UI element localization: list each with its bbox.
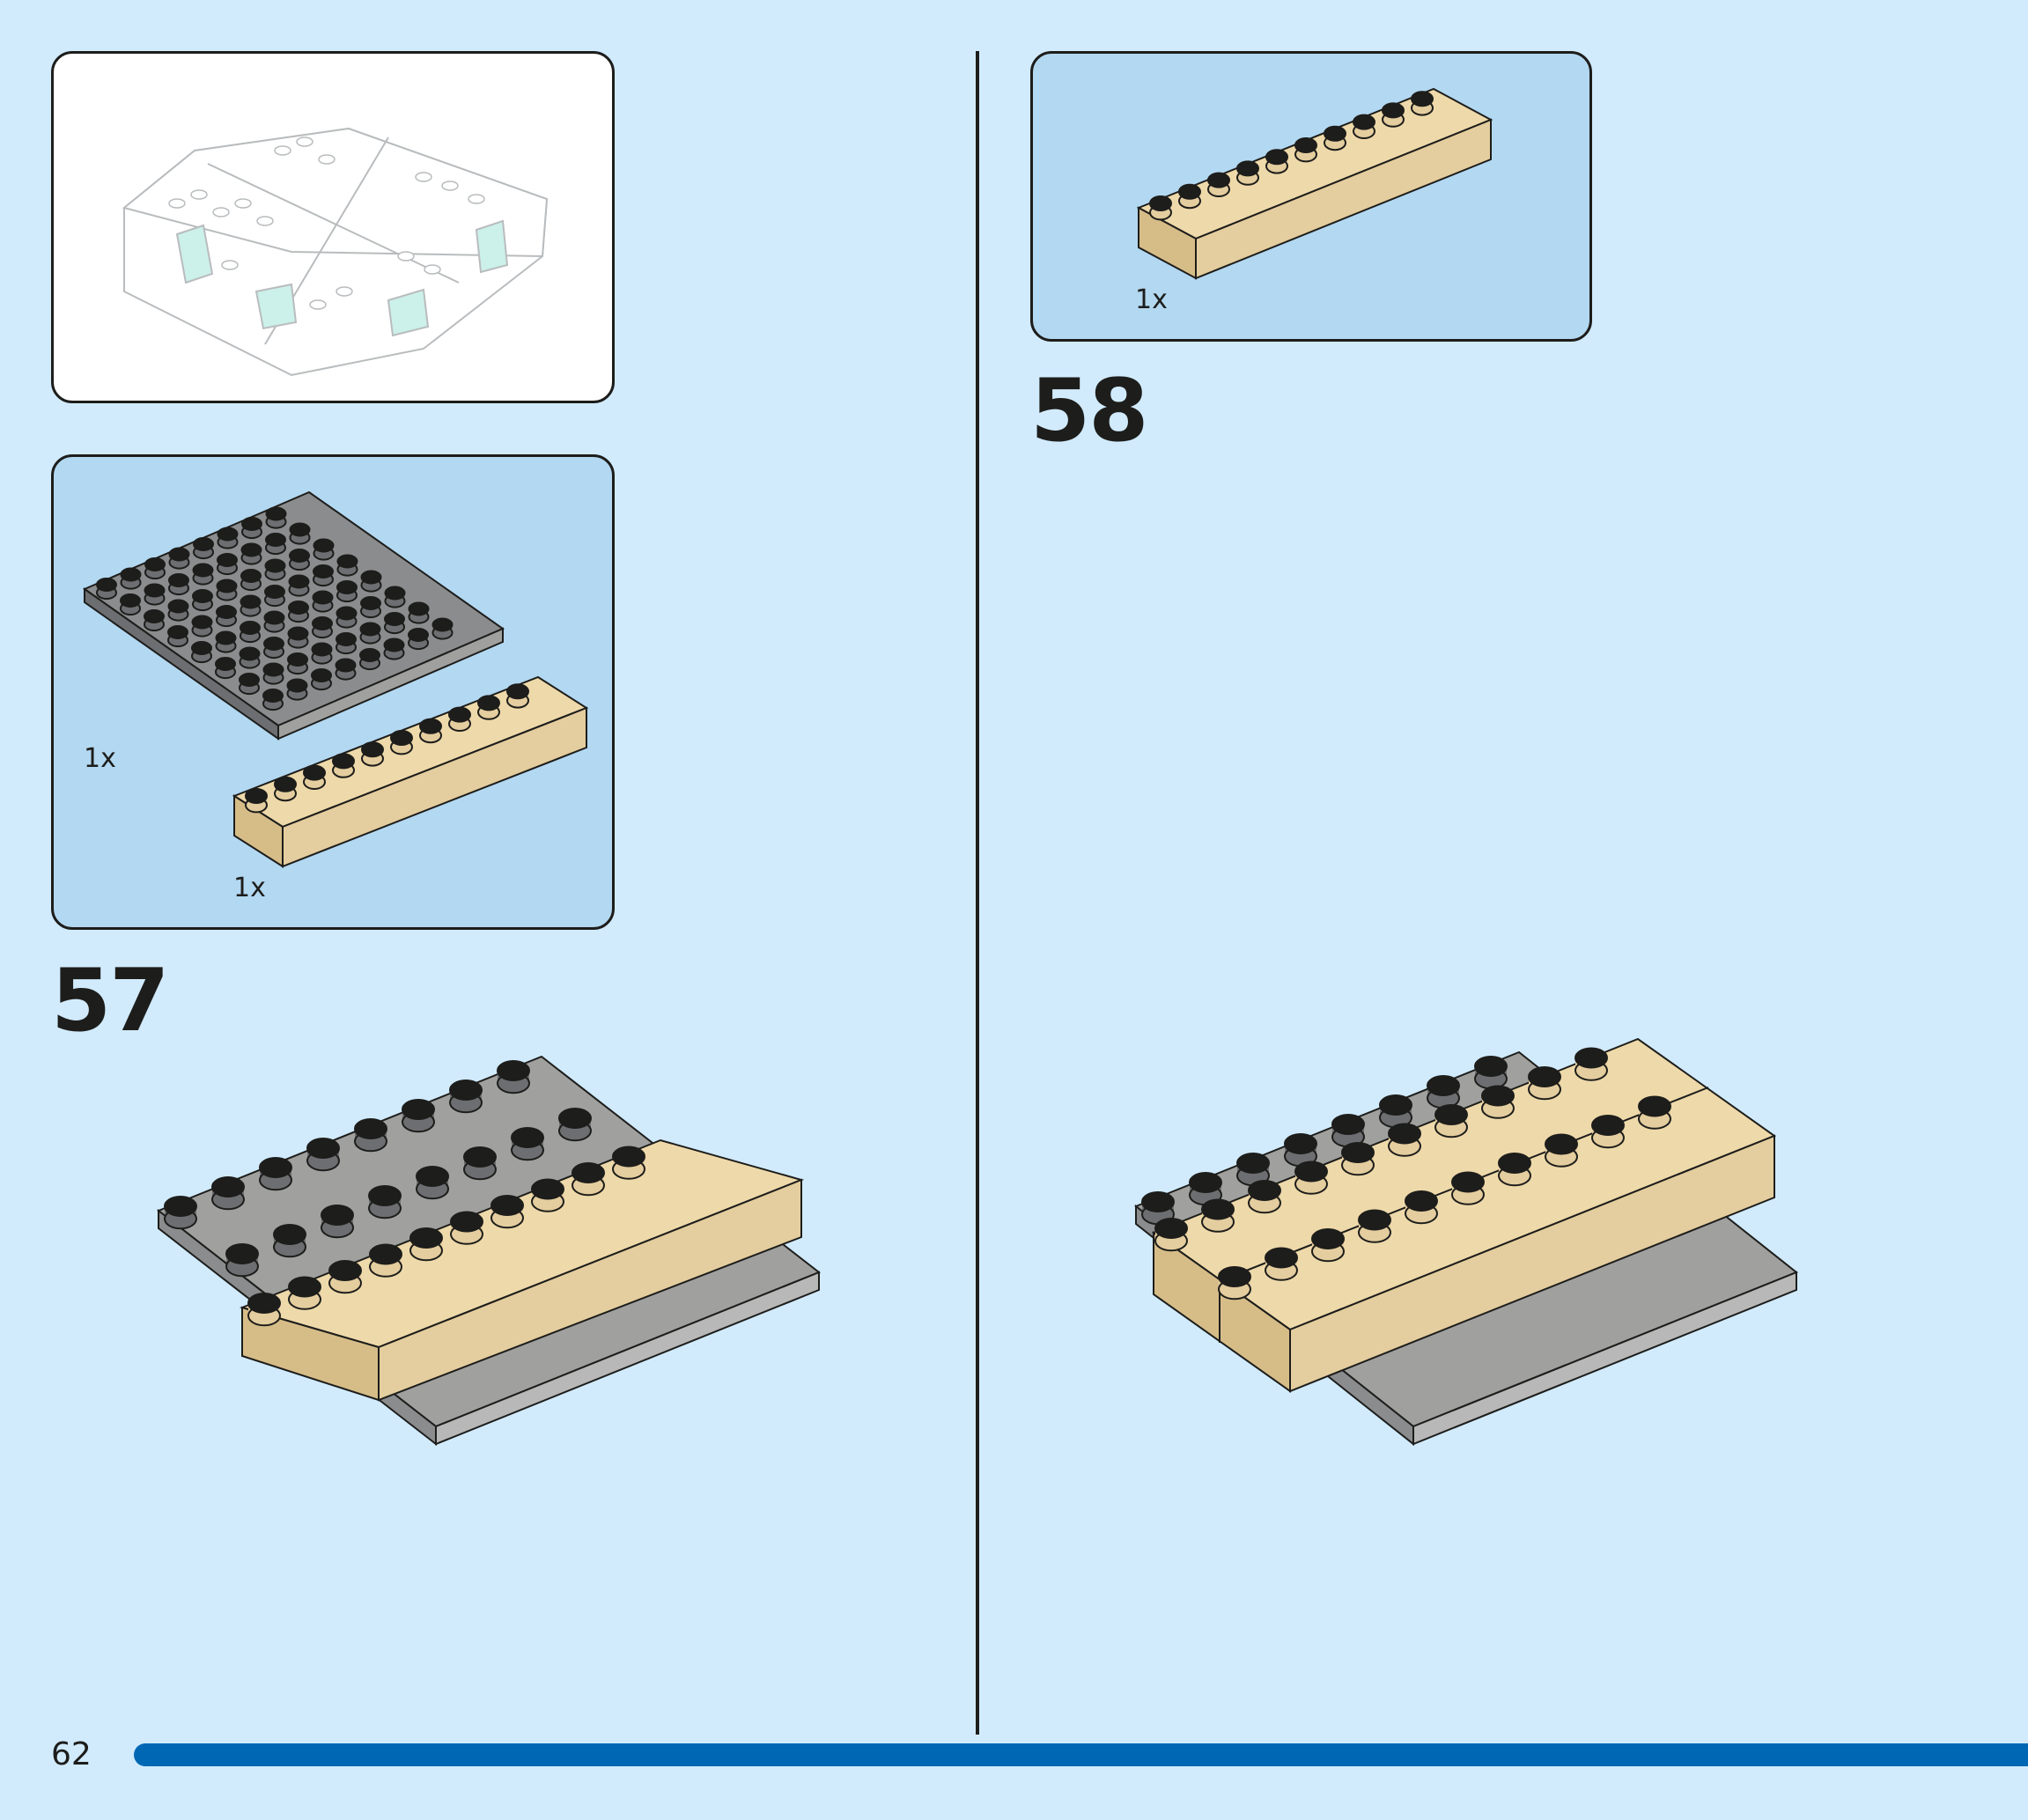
- stud: [329, 1261, 361, 1280]
- part-quantity: 1x: [84, 743, 116, 774]
- stud: [1529, 1067, 1560, 1087]
- stud: [1499, 1153, 1530, 1173]
- stud: [1249, 1181, 1280, 1200]
- stud: [275, 777, 296, 792]
- parts-list-panel-step-57: 1x 1x: [51, 454, 615, 930]
- progress-bar: [134, 1743, 2028, 1766]
- stud: [464, 1147, 496, 1167]
- stud: [289, 1278, 321, 1297]
- stud: [1295, 1162, 1327, 1182]
- stud: [274, 1225, 306, 1244]
- stud: [1353, 115, 1375, 129]
- stud: [165, 1197, 196, 1216]
- stud: [1190, 1173, 1221, 1192]
- stud: [1452, 1173, 1484, 1192]
- stud: [246, 789, 267, 803]
- stud: [1359, 1211, 1390, 1230]
- step-number: 58: [1030, 361, 1147, 461]
- stud: [1265, 1249, 1297, 1268]
- stud: [1155, 1219, 1187, 1238]
- stud: [1575, 1049, 1607, 1068]
- stud: [491, 1196, 523, 1215]
- step-number: 57: [51, 951, 167, 1051]
- stud: [226, 1244, 258, 1264]
- page-number: 62: [51, 1736, 92, 1772]
- stud: [512, 1128, 543, 1147]
- stud: [1332, 1115, 1364, 1134]
- stud: [1237, 161, 1258, 175]
- stud: [1285, 1134, 1316, 1153]
- stud: [391, 731, 412, 745]
- stud: [248, 1293, 280, 1313]
- stud: [1312, 1229, 1344, 1249]
- stud: [1219, 1267, 1250, 1286]
- stud: [532, 1180, 564, 1199]
- stud: [507, 684, 528, 698]
- stud: [1383, 103, 1404, 117]
- step-57-assembly-illustration: [141, 1048, 845, 1488]
- stud: [260, 1158, 291, 1177]
- stud: [613, 1147, 645, 1167]
- stud: [333, 754, 354, 768]
- stud: [1179, 185, 1200, 199]
- stud: [1389, 1124, 1420, 1144]
- stud: [1342, 1143, 1374, 1162]
- step-58-assembly-illustration: [1118, 1021, 1823, 1462]
- stud: [1482, 1087, 1514, 1106]
- stud: [410, 1228, 442, 1248]
- submodel-reference-panel: [51, 51, 615, 403]
- stud: [1427, 1076, 1459, 1095]
- stud: [1639, 1097, 1670, 1116]
- stud: [1324, 127, 1346, 141]
- stud: [1150, 196, 1171, 210]
- part-quantity: 1x: [233, 873, 266, 903]
- stud: [417, 1167, 448, 1186]
- stud: [1475, 1057, 1507, 1076]
- stud: [1380, 1095, 1412, 1115]
- stud: [1202, 1200, 1234, 1219]
- stud: [478, 696, 499, 710]
- column-divider: [976, 51, 979, 1735]
- stud: [1435, 1105, 1467, 1124]
- stud: [1295, 138, 1316, 152]
- stud: [1405, 1191, 1437, 1211]
- tan-brick-icon: [54, 457, 617, 932]
- stud: [370, 1245, 402, 1264]
- white-octagonal-base-icon: [54, 54, 617, 406]
- stud: [451, 1212, 483, 1232]
- stud: [449, 708, 470, 722]
- stud: [1237, 1153, 1269, 1173]
- stud: [572, 1163, 604, 1183]
- part-quantity: 1x: [1135, 284, 1168, 315]
- stud: [420, 719, 441, 733]
- stud: [307, 1138, 339, 1158]
- stud: [355, 1119, 387, 1138]
- stud: [559, 1109, 591, 1128]
- stud: [1266, 150, 1287, 164]
- stud: [304, 766, 325, 780]
- stud: [369, 1186, 401, 1205]
- tan-brick-icon: [1033, 54, 1595, 344]
- stud: [1412, 92, 1433, 106]
- stud: [402, 1100, 434, 1119]
- stud: [321, 1205, 353, 1225]
- stud: [1592, 1116, 1624, 1135]
- stud: [1142, 1192, 1174, 1212]
- parts-list-panel-step-58: 1x: [1030, 51, 1592, 342]
- stud: [1208, 173, 1229, 188]
- stud: [212, 1177, 244, 1197]
- stud: [1545, 1135, 1577, 1154]
- stud: [362, 742, 383, 756]
- stud: [450, 1080, 482, 1100]
- stud: [498, 1061, 529, 1080]
